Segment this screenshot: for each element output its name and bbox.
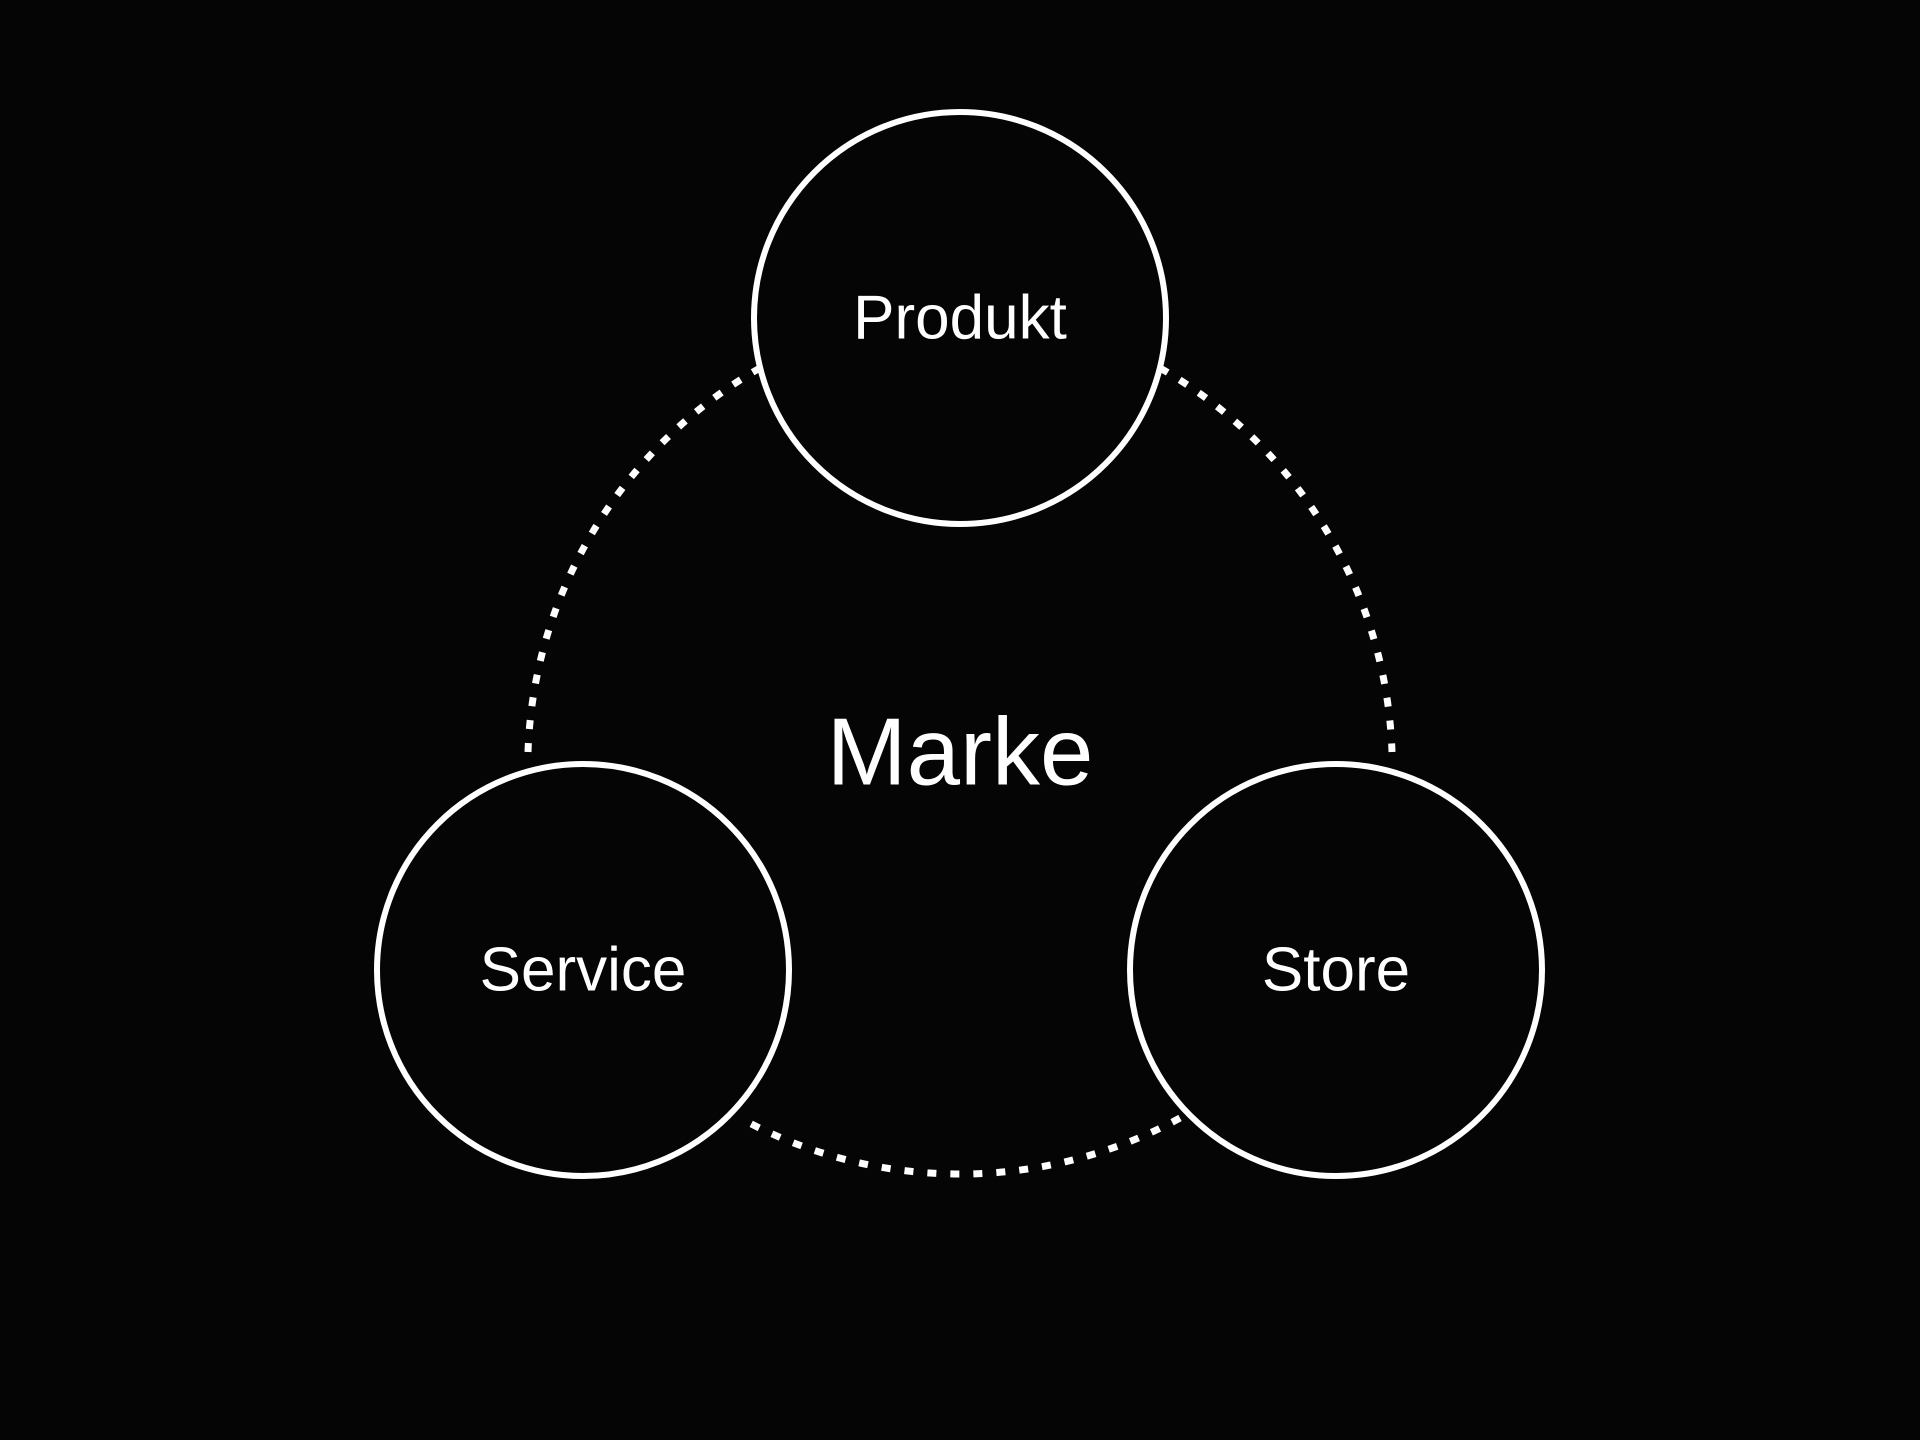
node-store[interactable]: Store [1127,761,1545,1179]
connector-service-produkt [524,364,762,753]
node-service-label: Service [480,936,687,1005]
node-produkt-label: Produkt [853,284,1067,353]
node-produkt[interactable]: Produkt [751,109,1169,527]
node-store-label: Store [1262,936,1410,1005]
node-produkt-circle [751,109,1169,527]
connector-produkt-store [1158,364,1396,753]
node-store-circle [1127,761,1545,1179]
node-service[interactable]: Service [374,761,792,1179]
center-label: Marke [827,699,1094,806]
connector-store-service [738,1114,1182,1178]
node-service-circle [374,761,792,1179]
